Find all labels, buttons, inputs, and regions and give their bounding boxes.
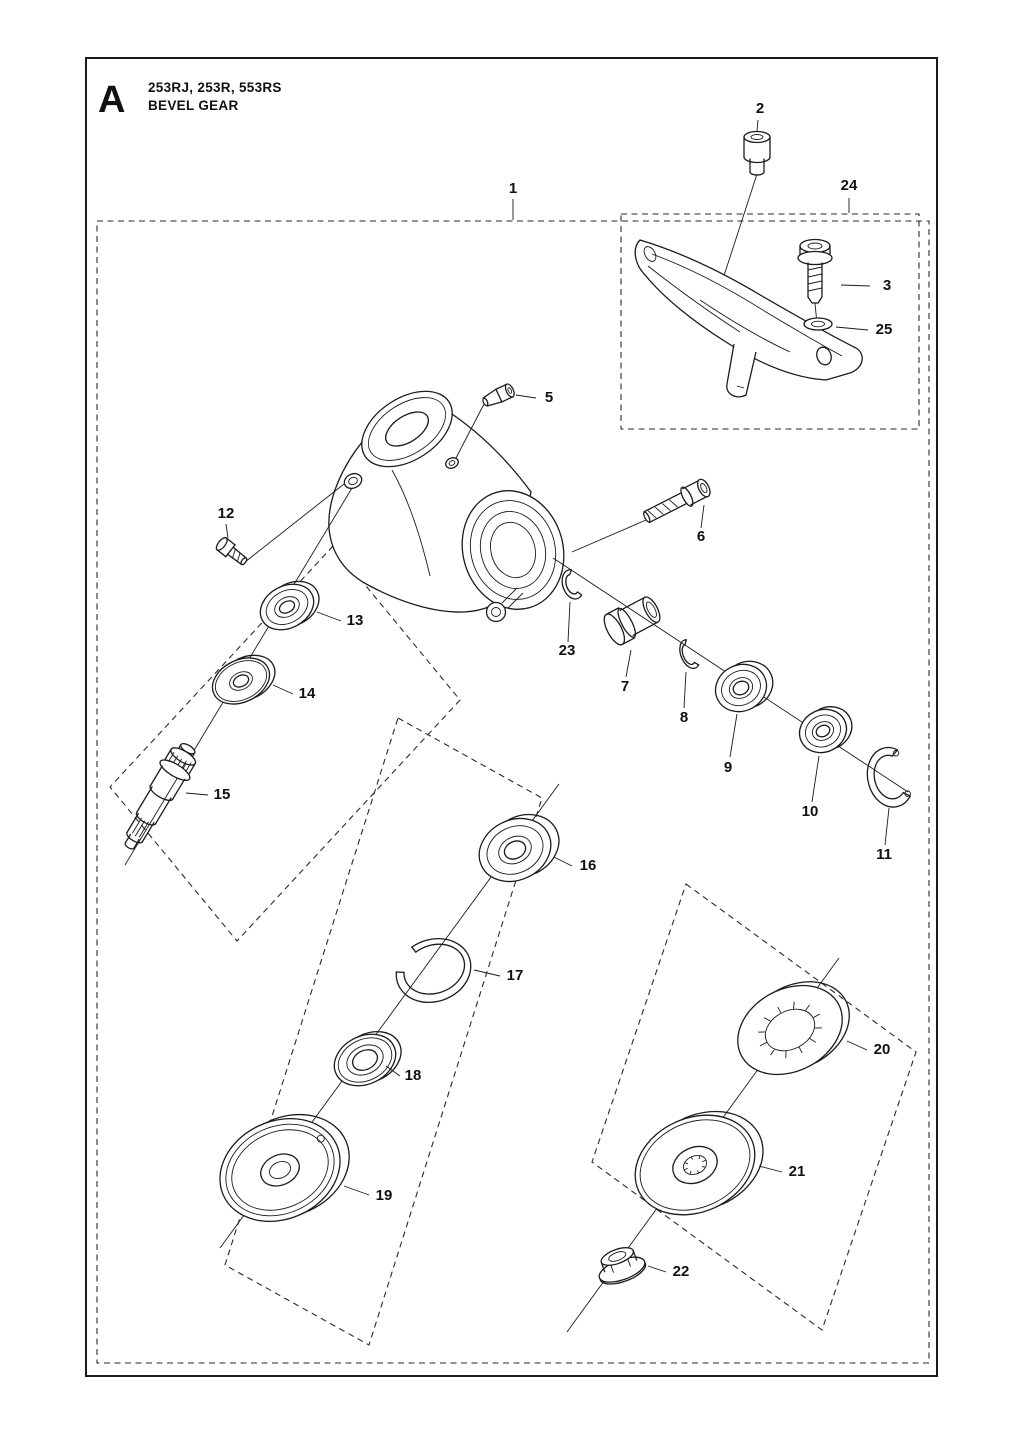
part-label-19: 19 — [376, 1187, 393, 1204]
bracket-hole — [816, 346, 832, 366]
part-23-retaining-ring — [561, 569, 583, 600]
part-label-14: 14 — [299, 685, 316, 702]
part-guard-bracket — [634, 239, 863, 398]
part-7-bushing — [603, 596, 661, 646]
section-letter: A — [98, 79, 125, 121]
part-label-9: 9 — [724, 759, 732, 776]
part-12-screw — [215, 537, 248, 566]
bracket-clamp-tab — [726, 343, 757, 398]
part-label-8: 8 — [680, 709, 688, 726]
part-label-18: 18 — [405, 1067, 422, 1084]
part-label-22: 22 — [673, 1263, 690, 1280]
part-21-support-flange — [634, 1110, 764, 1216]
part-label-3: 3 — [883, 277, 891, 294]
clamp-ear — [485, 601, 507, 623]
kit-box-seal-set — [224, 717, 543, 1346]
page-border — [85, 57, 938, 1377]
part-17-snap-ring — [395, 937, 472, 1003]
part-22-nut — [598, 1247, 647, 1285]
part-label-21: 21 — [789, 1163, 806, 1180]
part-label-12: 12 — [218, 505, 235, 522]
header-title: BEVEL GEAR — [148, 98, 239, 113]
part-label-24: 24 — [841, 177, 858, 194]
part-16-bearing — [478, 813, 560, 883]
part-11-circlip — [866, 746, 911, 808]
part-10-bearing — [798, 706, 853, 754]
part-label-11: 11 — [876, 846, 892, 863]
part-label-10: 10 — [802, 803, 819, 820]
part-14-washer — [211, 654, 276, 705]
part-label-5: 5 — [545, 389, 553, 406]
part-5-screw — [482, 383, 515, 407]
part-6-bolt — [643, 478, 711, 524]
part-19-support-cup — [219, 1113, 350, 1223]
screw-boss — [343, 472, 363, 490]
kit-box-gear-set — [109, 545, 461, 942]
part-20-lock-washer — [737, 981, 850, 1076]
part-label-16: 16 — [580, 857, 597, 874]
part-9-bearing — [714, 660, 774, 713]
part-gear-housing — [328, 390, 565, 623]
kit-box-flange-set — [591, 883, 917, 1331]
part-25-washer — [803, 317, 833, 331]
part-label-25: 25 — [876, 321, 893, 338]
header-models: 253RJ, 253R, 553RS — [148, 80, 282, 95]
part-label-7: 7 — [621, 678, 629, 695]
part-label-20: 20 — [874, 1041, 891, 1058]
part-label-2: 2 — [756, 100, 764, 117]
part-label-15: 15 — [214, 786, 231, 803]
part-label-1: 1 — [509, 180, 517, 197]
part-label-17: 17 — [507, 967, 524, 984]
part-13-bearing — [259, 580, 320, 631]
part-label-6: 6 — [697, 528, 705, 545]
kit-box-24 — [620, 213, 920, 430]
screw-hole — [445, 457, 459, 469]
part-8-snap-ring — [679, 639, 700, 670]
callouts: 1 2 3 5 6 7 8 9 10 11 12 13 14 15 16 17 … — [185, 100, 893, 1280]
part-label-13: 13 — [347, 612, 364, 629]
part-18-seal — [333, 1030, 402, 1087]
part-2-screw — [743, 130, 771, 176]
part-label-23: 23 — [559, 642, 576, 659]
part-3-screw — [797, 238, 833, 304]
part-15-gear-shaft — [124, 742, 197, 850]
